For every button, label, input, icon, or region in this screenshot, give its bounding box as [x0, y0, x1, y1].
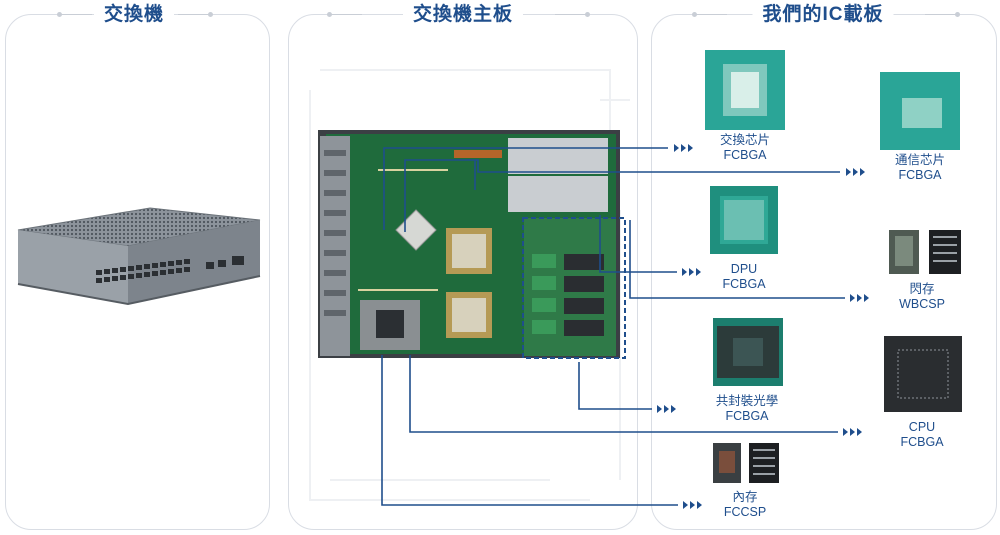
cpo-chip-package: FCBGA: [725, 409, 769, 423]
network-switch-icon: [17, 207, 261, 306]
title-decoration: [555, 12, 590, 17]
cpo-chip-name: 共封裝光學: [715, 394, 779, 408]
switch-panel-title: 交換機: [93, 2, 175, 28]
memory-chip-name: 內存: [732, 490, 758, 504]
memory-chip-label: 內存 FCCSP: [724, 490, 766, 520]
cpu-chip-name: CPU: [908, 420, 936, 434]
cpu-chip-package: FCBGA: [900, 435, 944, 449]
dpu-chip-name: DPU: [730, 262, 758, 276]
ic-substrate-panel-title: 我們的IC載板: [752, 2, 894, 28]
switch-chip-name: 交換芯片: [719, 133, 771, 147]
memory-chip-package: FCCSP: [723, 505, 767, 519]
motherboard-icon: [318, 130, 626, 359]
memory-chip-icon: [713, 443, 779, 483]
title-decoration: [925, 12, 960, 17]
switch-chip-icon: [705, 50, 785, 130]
title-decoration: [57, 12, 92, 17]
flash-chip-icon: [889, 230, 961, 274]
comm-chip-icon: [880, 72, 960, 150]
comm-chip-package: FCBGA: [898, 168, 942, 182]
switch-chip-package: FCBGA: [723, 148, 767, 162]
dpu-chip-label: DPU FCBGA: [722, 262, 765, 292]
cpu-chip-icon: [884, 336, 962, 412]
cpu-chip-label: CPU FCBGA: [900, 420, 943, 450]
cpo-chip-icon: [713, 318, 783, 386]
motherboard-panel-title: 交換機主板: [402, 2, 524, 28]
title-decoration: [692, 12, 727, 17]
flash-chip-label: 閃存 WBCSP: [899, 282, 945, 312]
comm-chip-label: 通信芯片 FCBGA: [895, 153, 945, 183]
title-decoration: [327, 12, 362, 17]
flash-chip-name: 閃存: [909, 282, 935, 296]
dpu-chip-package: FCBGA: [722, 277, 766, 291]
switch-chip-label: 交換芯片 FCBGA: [720, 133, 770, 163]
title-decoration: [178, 12, 213, 17]
arrow-right-icon: [657, 144, 869, 509]
comm-chip-name: 通信芯片: [894, 153, 946, 167]
dpu-chip-icon: [710, 186, 778, 254]
cpo-chip-label: 共封裝光學 FCBGA: [716, 394, 779, 424]
flash-chip-package: WBCSP: [899, 297, 945, 311]
